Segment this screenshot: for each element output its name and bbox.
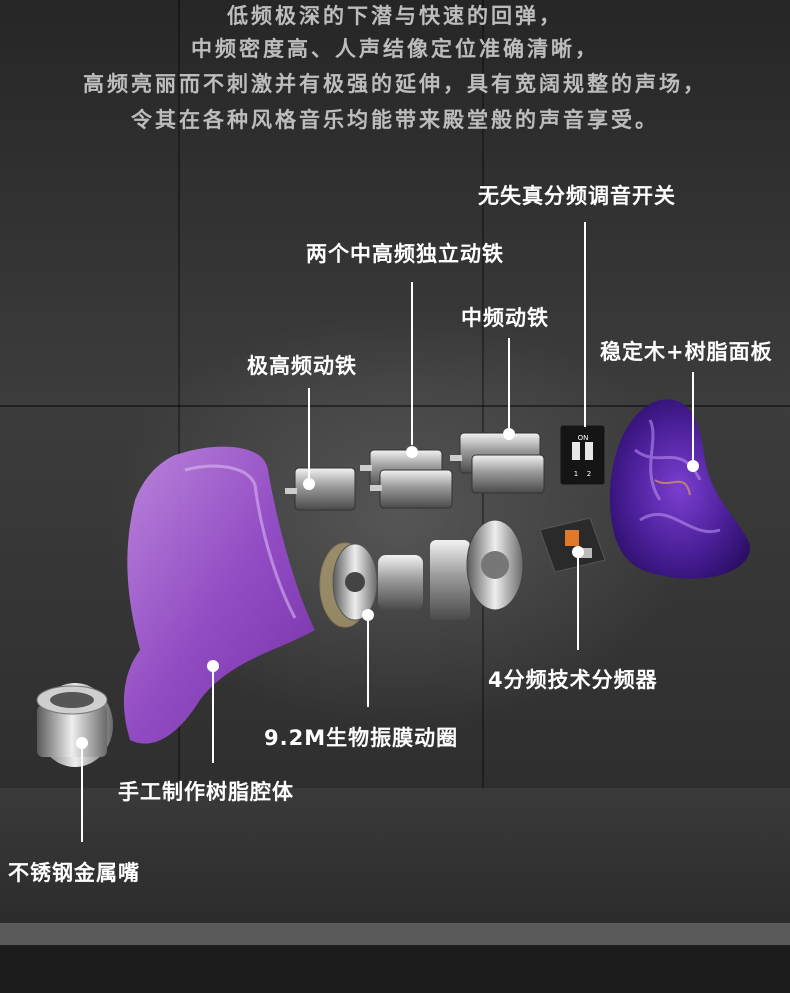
- floor: [0, 788, 790, 923]
- label-crossover: 4分频技术分频器: [488, 668, 658, 692]
- leader-mid-ba: [508, 338, 510, 428]
- dot-nozzle: [76, 737, 88, 749]
- dot-faceplate: [687, 460, 699, 472]
- leader-faceplate: [692, 372, 694, 462]
- label-switch: 无失真分频调音开关: [478, 184, 676, 208]
- ultra-high-ba-part: [285, 467, 356, 511]
- switch-1-text: 1: [574, 470, 578, 478]
- switch-on-text: ON: [578, 434, 589, 442]
- dynamic-driver-part: [319, 519, 524, 628]
- dot-shell: [207, 660, 219, 672]
- label-nozzle: 不锈钢金属嘴: [8, 861, 140, 885]
- label-mid-ba: 中频动铁: [461, 306, 549, 330]
- faceplate-part: [609, 399, 751, 579]
- dot-mid-ba: [503, 428, 515, 440]
- leader-shell: [212, 665, 214, 763]
- dot-dual-ba: [406, 446, 418, 458]
- dual-ba-part: [360, 449, 453, 509]
- leader-switch: [584, 222, 586, 427]
- label-dual-ba: 两个中高频独立动铁: [306, 242, 504, 266]
- dot-crossover: [572, 546, 584, 558]
- crossover-part: [539, 517, 606, 573]
- label-ultra-high-ba: 极高频动铁: [247, 354, 357, 378]
- nozzle-part: [36, 683, 113, 767]
- wall-line: [0, 405, 790, 407]
- leader-dual-ba: [411, 282, 413, 445]
- intro-line-3: 高频亮丽而不刺激并有极强的延伸，具有宽阔规整的声场，: [83, 72, 707, 96]
- leader-nozzle: [81, 742, 83, 842]
- dot-dynamic-driver: [362, 609, 374, 621]
- wall-line: [482, 0, 484, 993]
- leader-ultra-high-ba: [308, 388, 310, 478]
- intro-line-2: 中频密度高、人声结像定位准确清晰，: [191, 37, 599, 61]
- leader-dynamic-driver: [367, 615, 369, 707]
- intro-line-4: 令其在各种风格音乐均能带来殿堂般的声音享受。: [131, 108, 659, 132]
- dot-ultra-high-ba: [303, 478, 315, 490]
- leader-crossover: [577, 550, 579, 650]
- label-shell: 手工制作树脂腔体: [118, 780, 294, 804]
- resin-shell: [123, 446, 315, 744]
- switch-2-text: 2: [587, 470, 591, 478]
- label-dynamic-driver: 9.2M生物振膜动圈: [264, 726, 459, 750]
- floor-band: [0, 923, 790, 945]
- mid-ba-part: [450, 432, 545, 494]
- label-faceplate: 稳定木+树脂面板: [600, 340, 773, 364]
- floor-base: [0, 945, 790, 993]
- intro-line-1: 低频极深的下潜与快速的回弹，: [227, 4, 563, 28]
- tuning-switch-part: ON 1 2: [559, 424, 606, 486]
